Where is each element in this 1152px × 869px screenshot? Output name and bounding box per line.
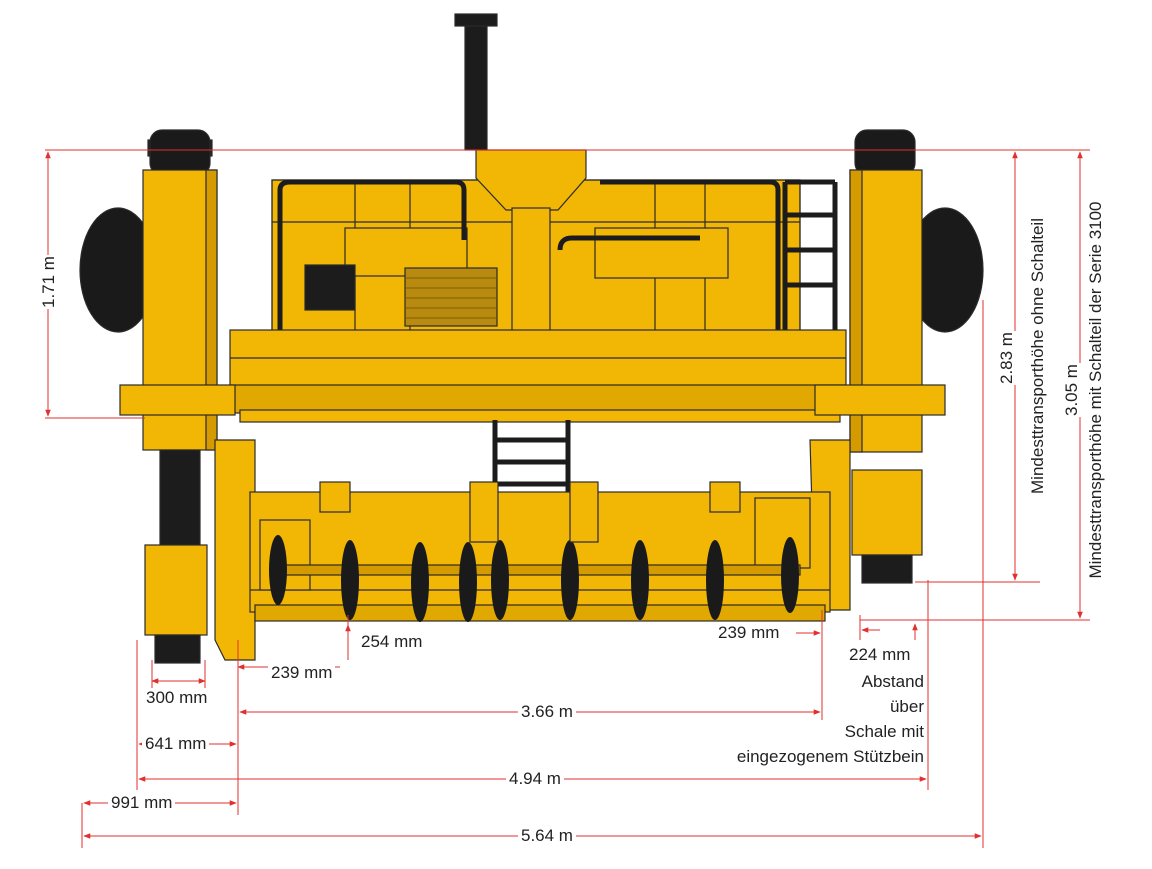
machine-illustration — [79, 13, 984, 664]
ladder — [492, 420, 571, 492]
dim-3-05-caption: Mindesttransporthöhe mit Schalteil der S… — [1086, 201, 1105, 579]
left-foot — [144, 544, 208, 636]
right-foot — [851, 469, 923, 556]
grille — [404, 267, 498, 327]
dim-224-label: 224 mm — [846, 645, 914, 665]
dim-224-note: Abstand über Schale mit eingezogenem Stü… — [680, 669, 924, 769]
dim-1-71-label: 1.71 m — [39, 255, 59, 309]
dim-224-note-line-1: Abstand — [861, 672, 924, 691]
dim-300-label: 300 mm — [143, 688, 211, 708]
dim-239-right-label: 239 mm — [715, 623, 783, 643]
dim-991-label: 991 mm — [108, 793, 176, 813]
dim-239-left-label: 239 mm — [268, 663, 336, 683]
railing — [277, 179, 838, 340]
left-leg-cap — [149, 129, 211, 176]
dim-641-label: 641 mm — [142, 734, 210, 754]
dim-2-83-caption: Mindesttransporthöhe ohne Schalteil — [1028, 218, 1047, 494]
dim-224-note-line-2: über — [889, 697, 924, 716]
main-crossbeam — [229, 329, 847, 389]
dim-5-64-label: 5.64 m — [518, 826, 576, 846]
dim-3-66-label: 3.66 m — [518, 702, 576, 722]
dim-224-note-line-3: Schale mit — [844, 722, 924, 741]
dim-3-05-label: 3.05 m — [1062, 363, 1082, 417]
right-leg-cap — [854, 129, 916, 176]
dim-254-label: 254 mm — [358, 632, 426, 652]
dim-2-83-label: 2.83 m — [997, 331, 1017, 385]
dim-4-94-label: 4.94 m — [506, 769, 564, 789]
exhaust-stack — [464, 21, 488, 151]
dim-224-note-line-4: eingezogenem Stützbein — [736, 747, 924, 766]
auger-flights — [269, 535, 799, 622]
